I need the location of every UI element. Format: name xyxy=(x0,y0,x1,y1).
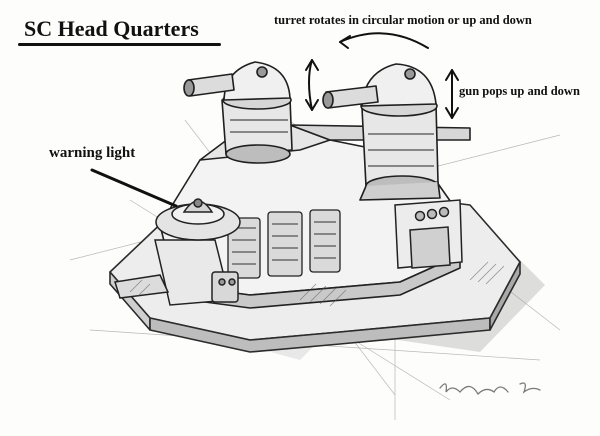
turret-annotation: turret rotates in circular motion or up … xyxy=(274,13,532,27)
door-block xyxy=(394,199,463,269)
motion-arrows xyxy=(305,32,459,119)
front-block xyxy=(114,239,239,306)
turret-left xyxy=(183,61,293,164)
warning-light-annotation: warning light xyxy=(49,145,136,161)
warning-light xyxy=(155,198,241,241)
artist-signature xyxy=(439,382,541,396)
page-title: SC Head Quarters xyxy=(24,16,199,41)
warning-leader-line xyxy=(90,168,178,208)
title-underline xyxy=(18,43,221,46)
hatching xyxy=(129,261,505,307)
grille-detail xyxy=(227,209,341,279)
gun-annotation: gun pops up and down xyxy=(459,84,580,98)
turret-right xyxy=(322,63,441,201)
